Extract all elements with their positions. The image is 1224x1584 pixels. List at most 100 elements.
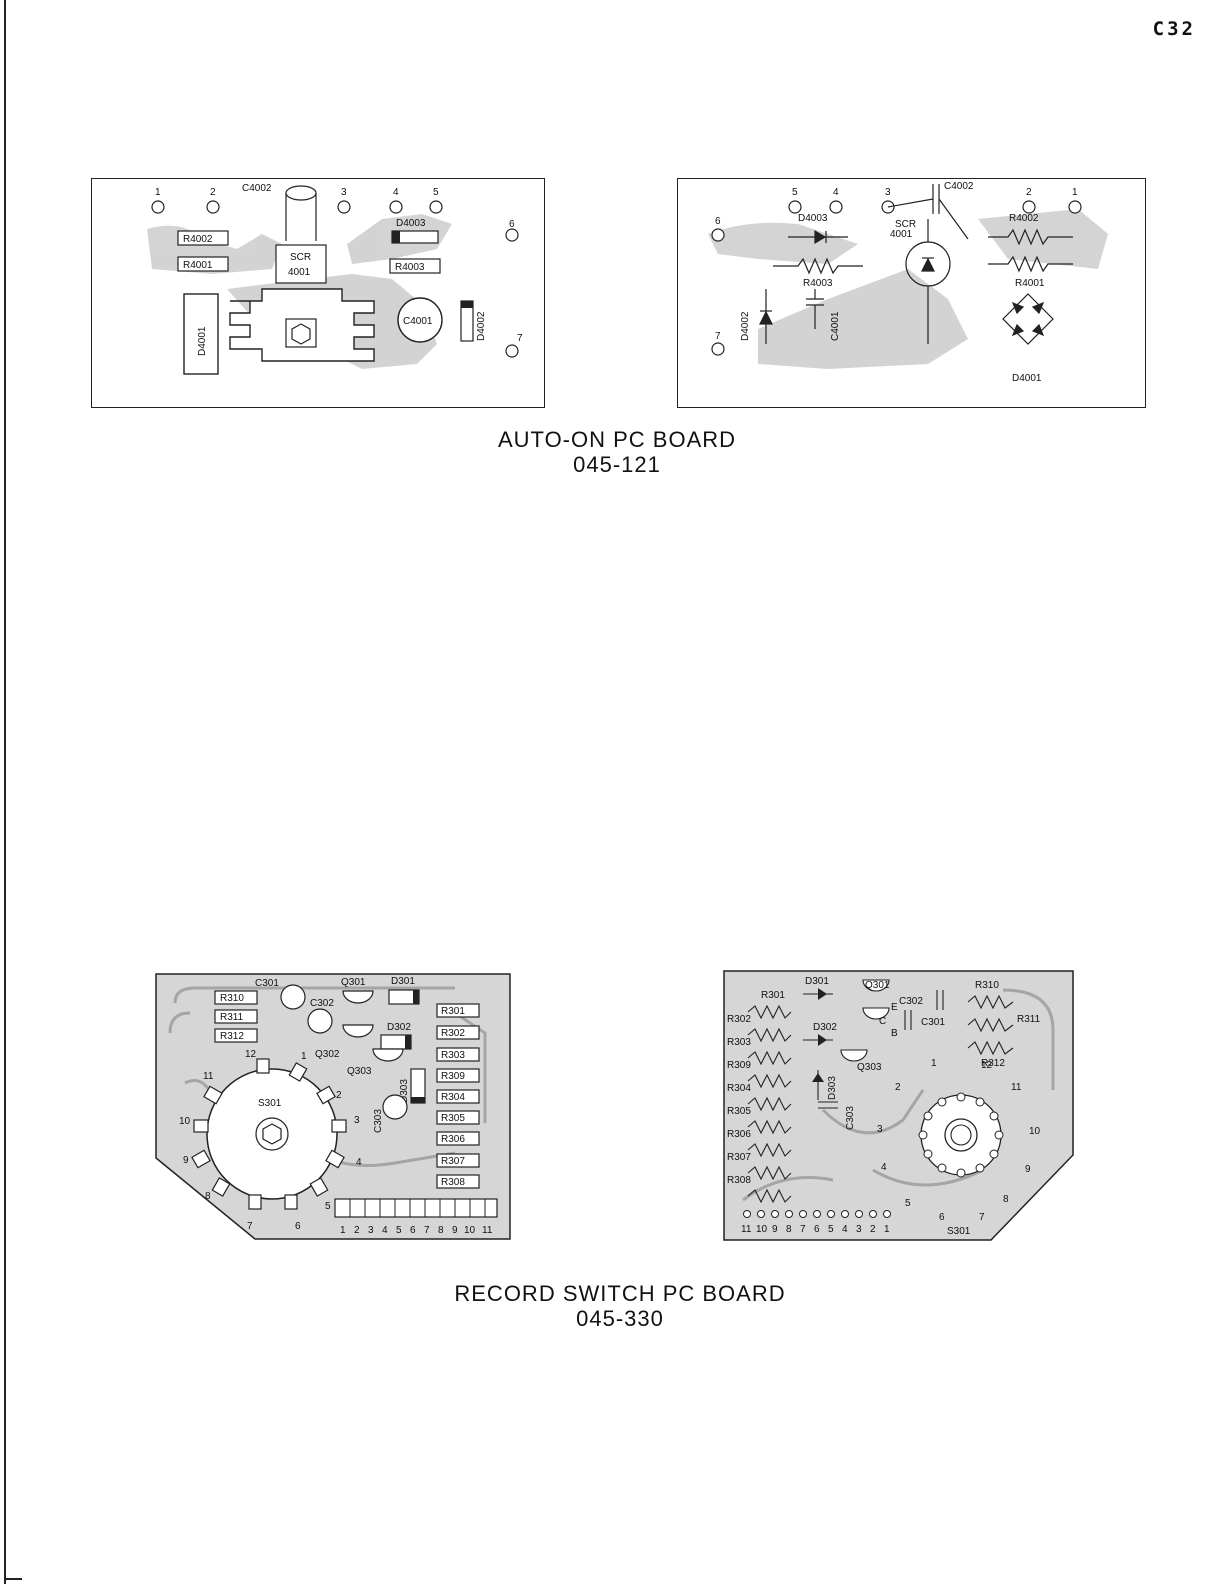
rc-pin-10: 10 <box>464 1225 476 1236</box>
auto-on-component-drawing: 1 2 3 4 5 6 7 C4002 R4002 R4001 SCR 4001… <box>147 183 523 375</box>
rs-pin-7: 7 <box>800 1224 806 1235</box>
rs-r308: R308 <box>727 1175 751 1186</box>
left-binding-line <box>4 0 6 1584</box>
rs-r310: R310 <box>975 980 999 991</box>
as-c4002-label: C4002 <box>944 181 974 192</box>
rs-pos-8: 8 <box>1003 1194 1009 1205</box>
rs-pin-2: 2 <box>870 1224 876 1235</box>
page-code: C32 <box>1152 18 1196 40</box>
ac-r4003-label: R4003 <box>395 262 425 273</box>
rs-d302: D302 <box>813 1022 837 1033</box>
ac-d4003-label: D4003 <box>396 218 426 229</box>
rc-s301-label: S301 <box>258 1098 282 1109</box>
record-switch-schematic-drawing: R302 R301 R303 R309 R304 R305 R306 R307 … <box>723 970 1074 1241</box>
rs-q301: Q301 <box>865 980 890 991</box>
rs-pin-9: 9 <box>772 1224 778 1235</box>
rc-pos-9: 9 <box>183 1155 189 1166</box>
ac-pad-3-label: 3 <box>341 187 347 198</box>
rc-pin-7: 7 <box>424 1225 430 1236</box>
ac-pad-4-label: 4 <box>393 187 399 198</box>
rc-r310: R310 <box>220 993 244 1004</box>
as-4001-label: 4001 <box>890 229 913 240</box>
auto-on-title: AUTO-ON PC BOARD <box>497 427 737 452</box>
rs-pin-8: 8 <box>786 1224 792 1235</box>
rc-pos-11: 11 <box>203 1071 214 1082</box>
auto-on-component-board: 1 2 3 4 5 6 7 C4002 R4002 R4001 SCR 4001… <box>91 178 545 408</box>
record-switch-component-board: S301 1 2 3 4 5 6 7 8 9 10 11 12 R310 R31… <box>155 973 511 1241</box>
auto-on-caption: AUTO-ON PC BOARD 045-121 <box>452 427 782 477</box>
rs-s301: S301 <box>947 1226 971 1237</box>
rc-pos-6: 6 <box>295 1221 301 1232</box>
rs-r301: R301 <box>761 990 785 1001</box>
rs-pin-e: E <box>891 1002 898 1013</box>
rc-r304: R304 <box>441 1092 465 1103</box>
rs-pos-10: 10 <box>1029 1126 1041 1137</box>
as-d4003-label: D4003 <box>798 213 828 224</box>
rs-r307: R307 <box>727 1152 751 1163</box>
as-pad-5-label: 5 <box>792 187 798 198</box>
rs-pin-4: 4 <box>842 1224 848 1235</box>
rc-q303: Q303 <box>347 1066 372 1077</box>
rc-r308: R308 <box>441 1177 465 1188</box>
ac-pad-2-label: 2 <box>210 187 216 198</box>
rc-pos-2: 2 <box>336 1090 342 1101</box>
rs-pin-11: 11 <box>741 1224 752 1235</box>
rc-r302: R302 <box>441 1028 465 1039</box>
as-pad-4-label: 4 <box>833 187 839 198</box>
rc-pos-1: 1 <box>301 1051 307 1062</box>
rc-r301: R301 <box>441 1006 465 1017</box>
rc-pin-11: 11 <box>482 1225 493 1236</box>
rc-pin-4: 4 <box>382 1225 388 1236</box>
rc-d303: D303 <box>399 1079 410 1103</box>
rc-r306: R306 <box>441 1134 465 1145</box>
ac-scr-label: SCR <box>290 252 311 263</box>
rc-pin-8: 8 <box>438 1225 444 1236</box>
rs-c301: C301 <box>921 1017 945 1028</box>
rs-pin-c: C <box>879 1016 886 1027</box>
auto-on-schematic-drawing: 6 5 4 3 2 1 7 <box>708 181 1108 384</box>
rc-pin-2: 2 <box>354 1225 360 1236</box>
as-pad-7-label: 7 <box>715 331 721 342</box>
rc-pin-6: 6 <box>410 1225 416 1236</box>
auto-on-part-number: 045-121 <box>573 452 661 477</box>
rs-pos-11: 11 <box>1011 1082 1022 1093</box>
rs-pos-3: 3 <box>877 1124 883 1135</box>
rc-pos-7: 7 <box>247 1221 253 1232</box>
rc-r312: R312 <box>220 1031 244 1042</box>
as-pad-3-label: 3 <box>885 187 891 198</box>
rc-c302: C302 <box>310 998 334 1009</box>
rs-pin-5: 5 <box>828 1224 834 1235</box>
as-r4002-label: R4002 <box>1009 213 1039 224</box>
rs-r312: R312 <box>981 1058 1005 1069</box>
ac-d4001-label: D4001 <box>197 326 208 356</box>
rc-pin-9: 9 <box>452 1225 458 1236</box>
rc-d301: D301 <box>391 976 415 987</box>
rs-r309: R309 <box>727 1060 751 1071</box>
rc-r311: R311 <box>220 1012 244 1023</box>
rs-d301: D301 <box>805 976 829 987</box>
ac-d4002-label: D4002 <box>476 311 487 341</box>
rc-r309: R309 <box>441 1071 465 1082</box>
as-r4001-label: R4001 <box>1015 278 1045 289</box>
rs-pin-6: 6 <box>814 1224 820 1235</box>
rs-pos-2: 2 <box>895 1082 901 1093</box>
record-switch-caption: RECORD SWITCH PC BOARD 045-330 <box>420 1281 820 1331</box>
rs-pin-b: B <box>891 1028 898 1039</box>
rs-d303: D303 <box>827 1076 838 1100</box>
ac-pad-7-label: 7 <box>517 333 523 344</box>
as-d4002-label: D4002 <box>740 311 751 341</box>
rc-pos-3: 3 <box>354 1115 360 1126</box>
rc-r305: R305 <box>441 1113 465 1124</box>
rs-pin-3: 3 <box>856 1224 862 1235</box>
rs-pos-9: 9 <box>1025 1164 1031 1175</box>
as-scr-label: SCR <box>895 219 916 230</box>
rs-q303: Q303 <box>857 1062 882 1073</box>
rs-r304: R304 <box>727 1083 751 1094</box>
rc-q301: Q301 <box>341 977 366 988</box>
record-switch-part-number: 045-330 <box>576 1306 664 1331</box>
as-pad-1-label: 1 <box>1072 187 1078 198</box>
rs-pin-10: 10 <box>756 1224 768 1235</box>
ac-pad-1-label: 1 <box>155 187 161 198</box>
rs-r311: R311 <box>1017 1014 1041 1025</box>
